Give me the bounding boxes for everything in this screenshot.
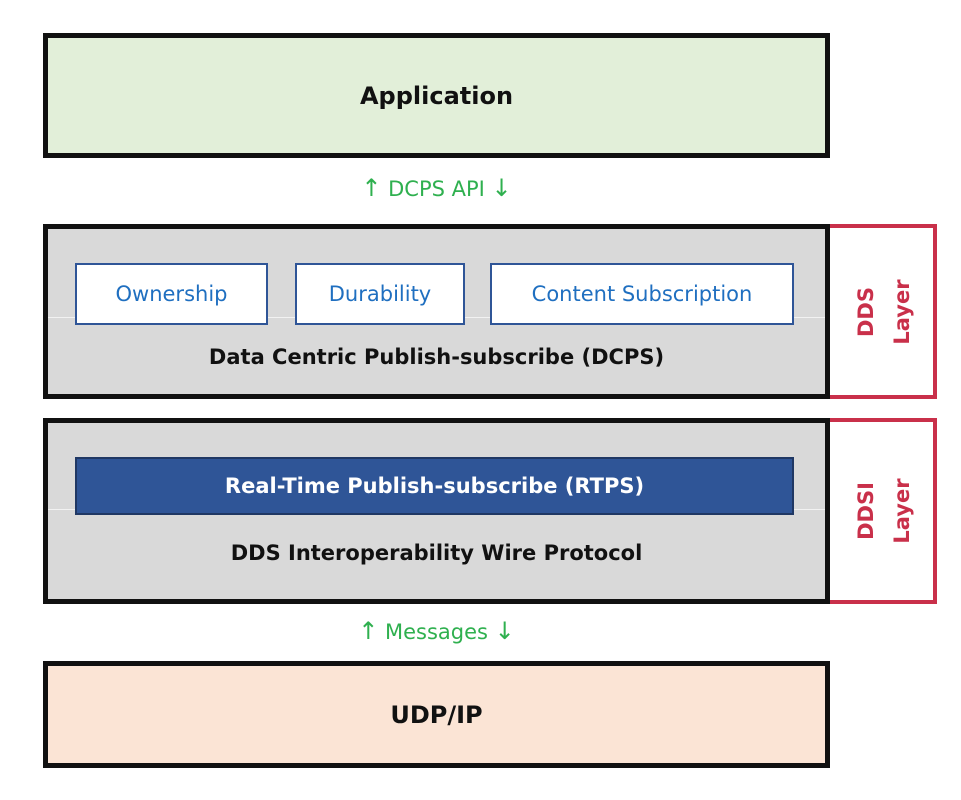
dcps-api-label: DCPS API	[388, 177, 485, 201]
application-layer: Application	[43, 33, 830, 158]
ddsi-layer-bracket: DDSI Layer	[830, 418, 937, 604]
dds-layer-bracket: DDS Layer	[830, 224, 937, 399]
down-arrow-icon: ↓	[491, 174, 512, 202]
dds-side-label: DDS	[854, 286, 878, 337]
qos-durability: Durability	[295, 263, 465, 325]
ddsi-layer: Real-Time Publish-subscribe (RTPS) DDS I…	[43, 418, 830, 604]
rtps-box: Real-Time Publish-subscribe (RTPS)	[75, 457, 794, 515]
messages-label: Messages	[385, 620, 488, 644]
up-arrow-icon: ↑	[361, 174, 382, 202]
application-label: Application	[359, 81, 514, 110]
ddsi-side-label: DDSI	[854, 482, 878, 540]
qos-ownership: Ownership	[75, 263, 268, 325]
messages-connector: ↑ Messages ↓	[43, 617, 830, 645]
dcps-layer: Ownership Durability Content Subscriptio…	[43, 224, 830, 399]
ddsi-layer-side-label: Layer	[890, 478, 914, 544]
down-arrow-icon: ↓	[494, 617, 515, 645]
dcps-api-connector: ↑ DCPS API ↓	[43, 174, 830, 202]
ddsi-label: DDS Interoperability Wire Protocol	[230, 541, 643, 565]
up-arrow-icon: ↑	[358, 617, 379, 645]
dds-layer-side-label: Layer	[890, 278, 914, 345]
qos-content-subscription: Content Subscription	[490, 263, 794, 325]
dcps-label: Data Centric Publish-subscribe (DCPS)	[208, 345, 665, 369]
transport-layer: UDP/IP	[43, 661, 830, 768]
udp-ip-label: UDP/IP	[390, 700, 483, 729]
